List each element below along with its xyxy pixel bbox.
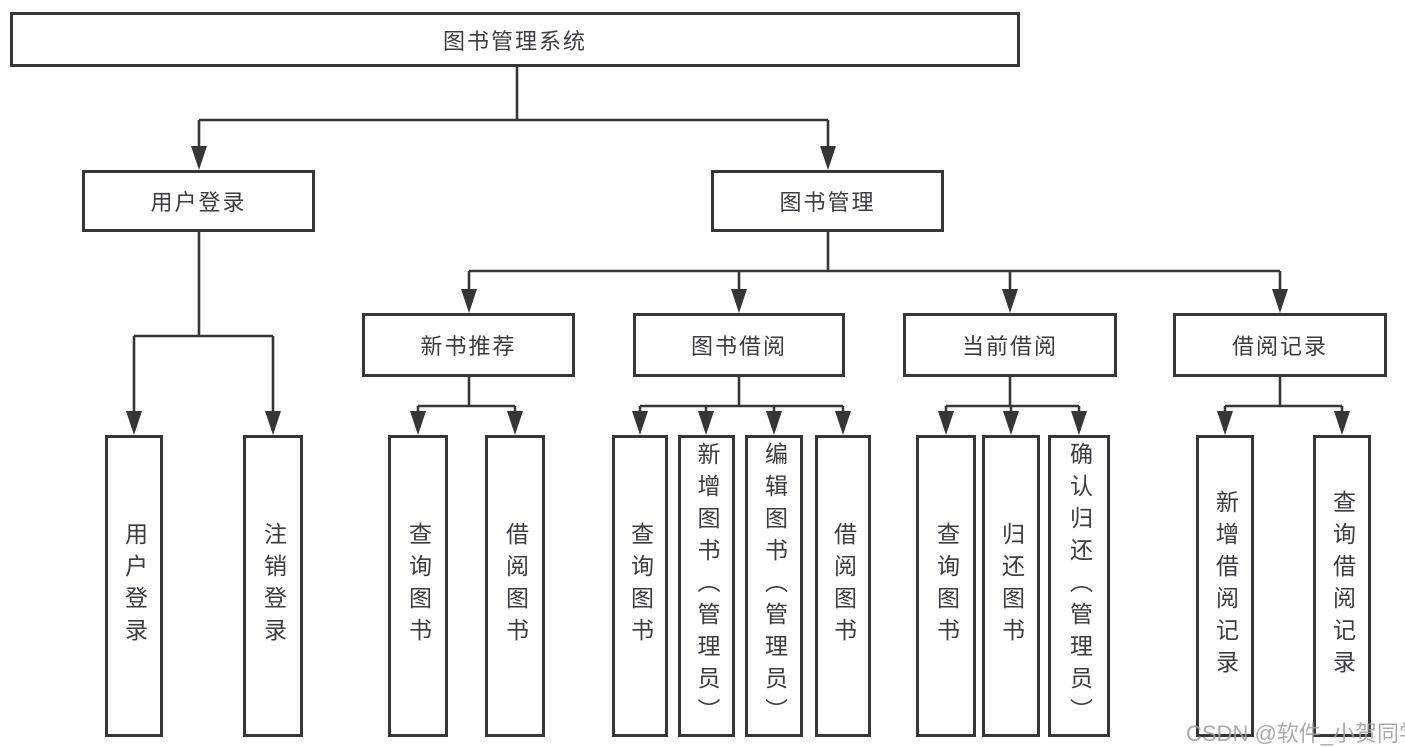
- leaf-logout: 注销登录: [243, 435, 303, 737]
- node-library-system: 图书管理系统: [10, 12, 1020, 67]
- leaf-borrow-books-2-label: 借阅图书: [830, 522, 857, 650]
- node-current-borrowing-label: 当前借阅: [961, 334, 1058, 359]
- leaf-query-borrow-record: 查询借阅记录: [1313, 435, 1371, 737]
- leaf-edit-books-admin: 编辑图书（管理员）: [745, 435, 803, 737]
- node-user-login-label: 用户登录: [150, 190, 247, 215]
- leaf-user-login-label: 用户登录: [121, 522, 148, 650]
- leaf-query-books-3-label: 查询图书: [933, 522, 960, 650]
- leaf-query-books-1: 查询图书: [388, 435, 448, 737]
- leaf-query-books-2: 查询图书: [612, 435, 668, 737]
- node-book-management: 图书管理: [711, 170, 944, 232]
- leaf-edit-books-admin-label: 编辑图书（管理员）: [761, 442, 788, 730]
- leaf-user-login: 用户登录: [105, 435, 163, 737]
- leaf-borrow-books-2: 借阅图书: [815, 435, 871, 737]
- leaf-borrow-books-1-label: 借阅图书: [502, 522, 529, 650]
- node-current-borrowing: 当前借阅: [903, 313, 1117, 377]
- leaf-add-books-admin: 新增图书（管理员）: [678, 435, 735, 737]
- leaf-add-borrow-record: 新增借阅记录: [1196, 435, 1254, 737]
- leaf-borrow-books-1: 借阅图书: [485, 435, 545, 737]
- node-new-book-recommend-label: 新书推荐: [420, 334, 517, 359]
- node-book-borrowing-label: 图书借阅: [690, 334, 787, 359]
- node-library-system-label: 图书管理系统: [442, 28, 587, 54]
- arrowheads: [126, 146, 1350, 435]
- leaf-add-borrow-record-label: 新增借阅记录: [1212, 490, 1239, 682]
- leaf-return-books: 归还图书: [982, 435, 1040, 737]
- node-borrowing-records-label: 借阅记录: [1231, 334, 1328, 359]
- node-book-borrowing: 图书借阅: [633, 313, 845, 377]
- leaf-return-books-label: 归还图书: [998, 522, 1025, 650]
- node-user-login: 用户登录: [82, 170, 315, 232]
- leaf-query-books-1-label: 查询图书: [405, 522, 432, 650]
- leaf-confirm-return-admin-label: 确认归还（管理员）: [1066, 442, 1093, 730]
- node-borrowing-records: 借阅记录: [1173, 313, 1387, 377]
- leaf-confirm-return-admin: 确认归还（管理员）: [1048, 435, 1110, 737]
- leaf-query-borrow-record-label: 查询借阅记录: [1329, 490, 1356, 682]
- leaf-query-books-3: 查询图书: [916, 435, 976, 737]
- node-book-management-label: 图书管理: [779, 190, 876, 215]
- leaf-query-books-2-label: 查询图书: [627, 522, 654, 650]
- leaf-add-books-admin-label: 新增图书（管理员）: [694, 442, 720, 730]
- csdn-watermark: CSDN @软件_小贺同学: [1186, 721, 1405, 746]
- leaf-logout-label: 注销登录: [260, 522, 287, 650]
- node-new-book-recommend: 新书推荐: [362, 313, 575, 377]
